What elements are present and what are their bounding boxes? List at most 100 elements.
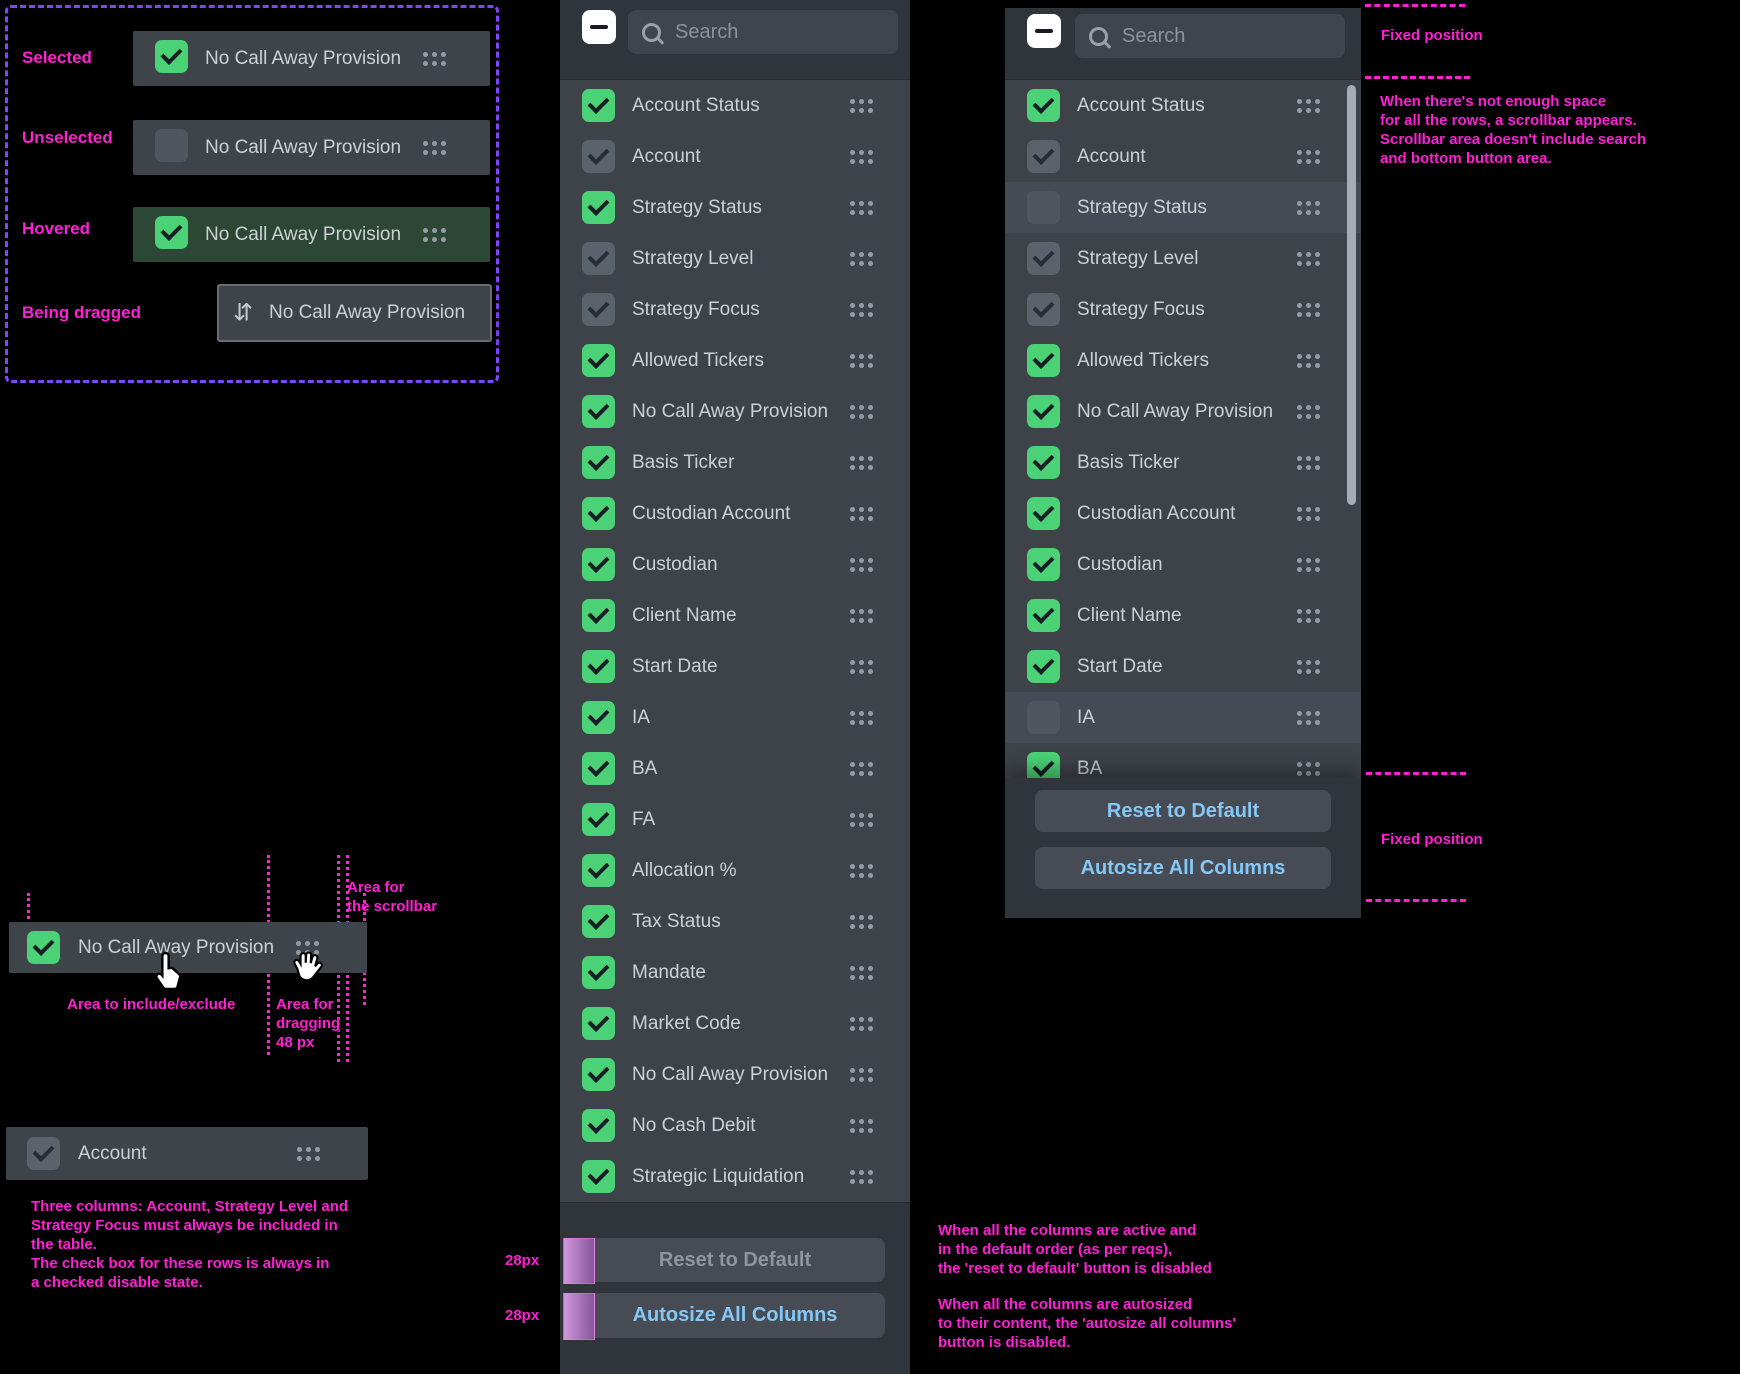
row-checkbox[interactable] (1027, 650, 1060, 683)
row-checkbox[interactable] (1027, 446, 1060, 479)
checkbox-checked[interactable] (155, 40, 188, 73)
drag-handle-icon[interactable] (850, 914, 874, 929)
row-checkbox[interactable] (1027, 497, 1060, 530)
drag-handle-icon[interactable] (850, 455, 874, 470)
row-checkbox[interactable] (1027, 293, 1060, 326)
autosize-all-columns-button[interactable]: Autosize All Columns (1035, 847, 1331, 889)
row-checkbox[interactable] (1027, 701, 1060, 734)
column-row[interactable]: Basis Ticker (560, 437, 910, 488)
column-row[interactable]: Tax Status (560, 896, 910, 947)
column-row[interactable]: Start Date (560, 641, 910, 692)
row-checkbox[interactable] (582, 395, 615, 428)
column-row[interactable]: Allowed Tickers (560, 335, 910, 386)
search-input[interactable] (1120, 23, 1331, 49)
drag-handle-icon[interactable] (1297, 761, 1321, 776)
drag-handle-icon[interactable] (850, 863, 874, 878)
drag-handle-icon[interactable] (850, 302, 874, 317)
column-row[interactable]: Account (560, 131, 910, 182)
row-checkbox[interactable] (582, 752, 615, 785)
row-checkbox[interactable] (582, 803, 615, 836)
drag-handle-icon[interactable] (1297, 557, 1321, 572)
row-checkbox[interactable] (582, 497, 615, 530)
drag-handle-icon[interactable] (423, 140, 447, 155)
checkbox-checked[interactable] (155, 216, 188, 249)
reset-to-default-button[interactable]: Reset to Default (585, 1238, 885, 1282)
drag-handle-icon[interactable] (850, 1067, 874, 1082)
column-row[interactable]: Account Status (560, 80, 910, 131)
drag-handle-icon[interactable] (850, 353, 874, 368)
row-checkbox[interactable] (582, 1109, 615, 1142)
example-row-hovered[interactable]: No Call Away Provision (133, 207, 490, 262)
column-row[interactable]: Custodian Account (1005, 488, 1361, 539)
search-field[interactable] (1075, 14, 1345, 58)
search-field[interactable] (628, 10, 898, 54)
drag-handle-icon[interactable] (850, 812, 874, 827)
drag-handle-icon[interactable] (850, 608, 874, 623)
autosize-all-columns-button[interactable]: Autosize All Columns (585, 1293, 885, 1338)
row-checkbox[interactable] (582, 191, 615, 224)
select-all-checkbox[interactable] (582, 10, 616, 44)
drag-handle-icon[interactable] (850, 710, 874, 725)
row-checkbox[interactable] (582, 599, 615, 632)
column-row[interactable]: Strategy Level (560, 233, 910, 284)
row-checkbox[interactable] (582, 701, 615, 734)
checkbox-checked[interactable] (27, 931, 60, 964)
row-checkbox[interactable] (582, 956, 615, 989)
row-checkbox[interactable] (1027, 242, 1060, 275)
checkbox-unchecked[interactable] (155, 129, 188, 162)
drag-handle-icon[interactable] (1297, 710, 1321, 725)
row-checkbox[interactable] (582, 854, 615, 887)
row-checkbox[interactable] (582, 293, 615, 326)
drag-handle-icon[interactable] (1297, 404, 1321, 419)
column-row[interactable]: Strategy Status (560, 182, 910, 233)
drag-handle-icon[interactable] (850, 98, 874, 113)
search-input[interactable] (673, 19, 884, 45)
example-row-required[interactable]: Account (6, 1127, 368, 1180)
column-row[interactable]: Strategy Focus (1005, 284, 1361, 335)
row-checkbox[interactable] (582, 1007, 615, 1040)
column-row[interactable]: Allocation % (560, 845, 910, 896)
row-checkbox[interactable] (582, 548, 615, 581)
drag-handle-icon[interactable] (1297, 506, 1321, 521)
column-row[interactable]: Strategy Focus (560, 284, 910, 335)
drag-handle-icon[interactable] (850, 965, 874, 980)
row-checkbox[interactable] (582, 1160, 615, 1193)
scrollbar-thumb[interactable] (1347, 85, 1356, 505)
column-row[interactable]: Client Name (1005, 590, 1361, 641)
row-checkbox[interactable] (582, 905, 615, 938)
row-checkbox[interactable] (582, 446, 615, 479)
row-checkbox[interactable] (1027, 344, 1060, 377)
drag-handle-icon[interactable] (1297, 659, 1321, 674)
select-all-checkbox[interactable] (1027, 14, 1061, 48)
column-row[interactable]: Market Code (560, 998, 910, 1049)
row-checkbox[interactable] (582, 242, 615, 275)
drag-handle-icon[interactable] (850, 761, 874, 776)
column-row[interactable]: Account Status (1005, 80, 1361, 131)
reset-to-default-button[interactable]: Reset to Default (1035, 790, 1331, 832)
column-row[interactable]: Strategy Status (1005, 182, 1361, 233)
drag-handle-icon[interactable] (850, 251, 874, 266)
drag-handle-icon[interactable] (1297, 98, 1321, 113)
row-checkbox[interactable] (1027, 599, 1060, 632)
row-checkbox[interactable] (1027, 89, 1060, 122)
column-row[interactable]: Account (1005, 131, 1361, 182)
example-row-selected[interactable]: No Call Away Provision (133, 31, 490, 86)
drag-handle-icon[interactable] (1297, 251, 1321, 266)
drag-handle-icon[interactable] (1297, 149, 1321, 164)
drag-handle-icon[interactable] (850, 1169, 874, 1184)
drag-handle-icon[interactable] (850, 506, 874, 521)
row-checkbox[interactable] (1027, 191, 1060, 224)
example-row-unselected[interactable]: No Call Away Provision (133, 120, 490, 175)
drag-handle-icon[interactable] (850, 200, 874, 215)
drag-handle-icon[interactable] (1297, 608, 1321, 623)
column-row[interactable]: No Cash Debit (560, 1100, 910, 1151)
row-checkbox[interactable] (582, 344, 615, 377)
drag-handle-icon[interactable] (296, 940, 320, 955)
column-row[interactable]: Custodian (1005, 539, 1361, 590)
drag-handle-icon[interactable] (850, 149, 874, 164)
column-row[interactable]: No Call Away Provision (560, 386, 910, 437)
drag-handle-icon[interactable] (1297, 302, 1321, 317)
drag-handle-icon[interactable] (423, 51, 447, 66)
column-row[interactable]: No Call Away Provision (560, 1049, 910, 1100)
row-checkbox[interactable] (1027, 395, 1060, 428)
